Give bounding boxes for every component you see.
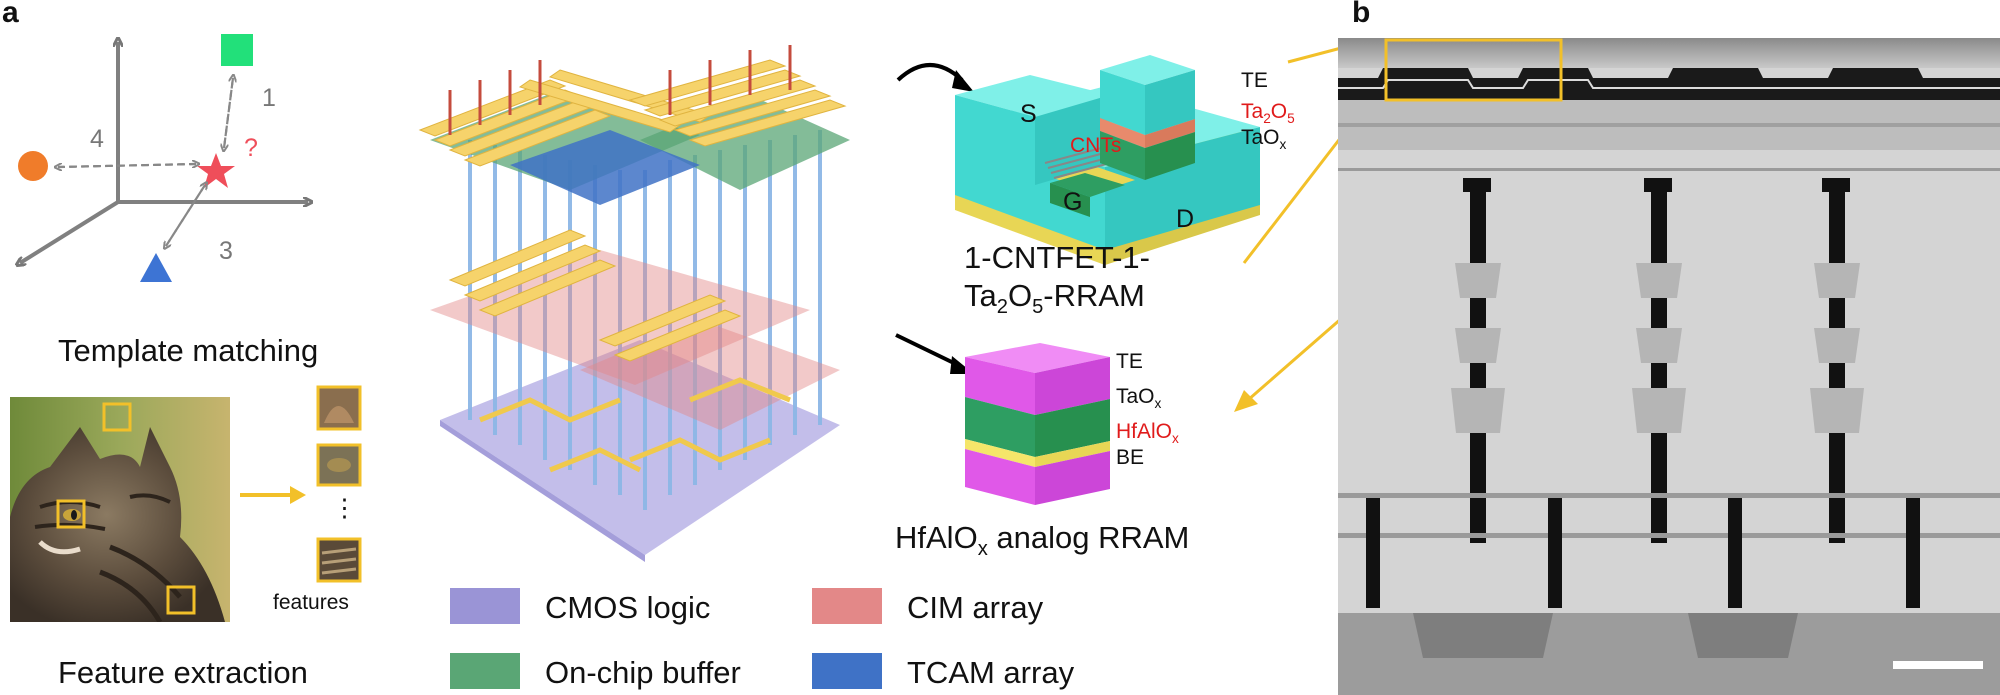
cntfet-te-label: TE xyxy=(1241,69,1268,92)
highlight-box xyxy=(1384,38,1563,102)
cntfet-cnts-label: CNTs xyxy=(1070,134,1122,157)
distance-label-3: 3 xyxy=(219,237,233,265)
tem-cross-section-image xyxy=(1338,38,2000,695)
distance-label-1: 1 xyxy=(262,84,276,112)
cntfet-rram-device xyxy=(955,55,1260,265)
legend-swatch-on-chip-buffer xyxy=(450,653,520,689)
feature-box-eye xyxy=(56,499,86,529)
legend-swatch-tcam-array xyxy=(812,653,882,689)
legend-swatch-cim-array xyxy=(812,588,882,624)
3d-chip-illustration xyxy=(418,45,850,562)
legend-label-cim-array: CIM array xyxy=(907,590,1044,625)
panel-b-letter: b xyxy=(1352,0,1371,29)
analog-rram-device xyxy=(965,343,1110,505)
rram-taox-label: TaOx xyxy=(1116,385,1162,412)
tem-connector-lines xyxy=(1242,45,1347,264)
legend-label-cmos-logic: CMOS logic xyxy=(545,590,711,625)
rram-te-label: TE xyxy=(1116,350,1143,373)
red-star-query xyxy=(197,153,235,188)
feature-extraction-caption: Feature extraction xyxy=(58,655,308,690)
vertical-vias xyxy=(468,130,822,510)
legend-swatch-cmos-logic xyxy=(450,588,520,624)
distance-line-1 xyxy=(222,78,233,149)
orange-circle-template xyxy=(18,151,48,181)
feature-box-ear xyxy=(102,402,132,432)
rram-hfalox-label: HfAlOx xyxy=(1116,420,1179,447)
feature-ellipsis: ⋮ xyxy=(332,494,357,522)
cntfet-ta2o5-label: Ta2O5 xyxy=(1241,100,1295,127)
scale-bar xyxy=(1893,661,1983,669)
distance-label-4: 4 xyxy=(90,125,104,153)
analog-rram-caption: HfAlOx analog RRAM xyxy=(895,520,1190,561)
cntfet-source-label: S xyxy=(1020,100,1037,128)
feature-patches xyxy=(316,385,362,583)
cntfet-caption-line2: Ta2O5-RRAM xyxy=(964,278,1145,319)
cntfet-gate-label: G xyxy=(1063,188,1083,216)
template-matching-caption: Template matching xyxy=(58,333,319,368)
cntfet-drain-label: D xyxy=(1176,205,1195,233)
blue-triangle-template xyxy=(140,253,172,282)
legend-label-tcam-array: TCAM array xyxy=(907,655,1075,690)
distance-line-4 xyxy=(58,162,197,167)
query-mark: ? xyxy=(244,134,258,162)
tcam-array-layer xyxy=(510,130,700,205)
feature-box-fur xyxy=(166,585,196,615)
panel-a-letter: a xyxy=(2,0,19,29)
features-label: features xyxy=(273,591,349,614)
cntfet-caption-line1: 1-CNTFET-1- xyxy=(964,240,1150,275)
via-stacks xyxy=(1451,178,1864,543)
cat-photo xyxy=(10,397,230,622)
cntfet-taox-label: TaOx xyxy=(1241,126,1287,153)
legend-label-on-chip-buffer: On-chip buffer xyxy=(545,655,741,690)
axes xyxy=(20,42,308,263)
feature-arrow-icon xyxy=(240,486,306,504)
green-square-template xyxy=(221,34,253,66)
template-matching-diagram xyxy=(0,34,330,282)
cim-array-layer-1 xyxy=(430,250,810,385)
rram-be-label: BE xyxy=(1116,446,1145,469)
cmos-logic-layer xyxy=(440,340,840,555)
